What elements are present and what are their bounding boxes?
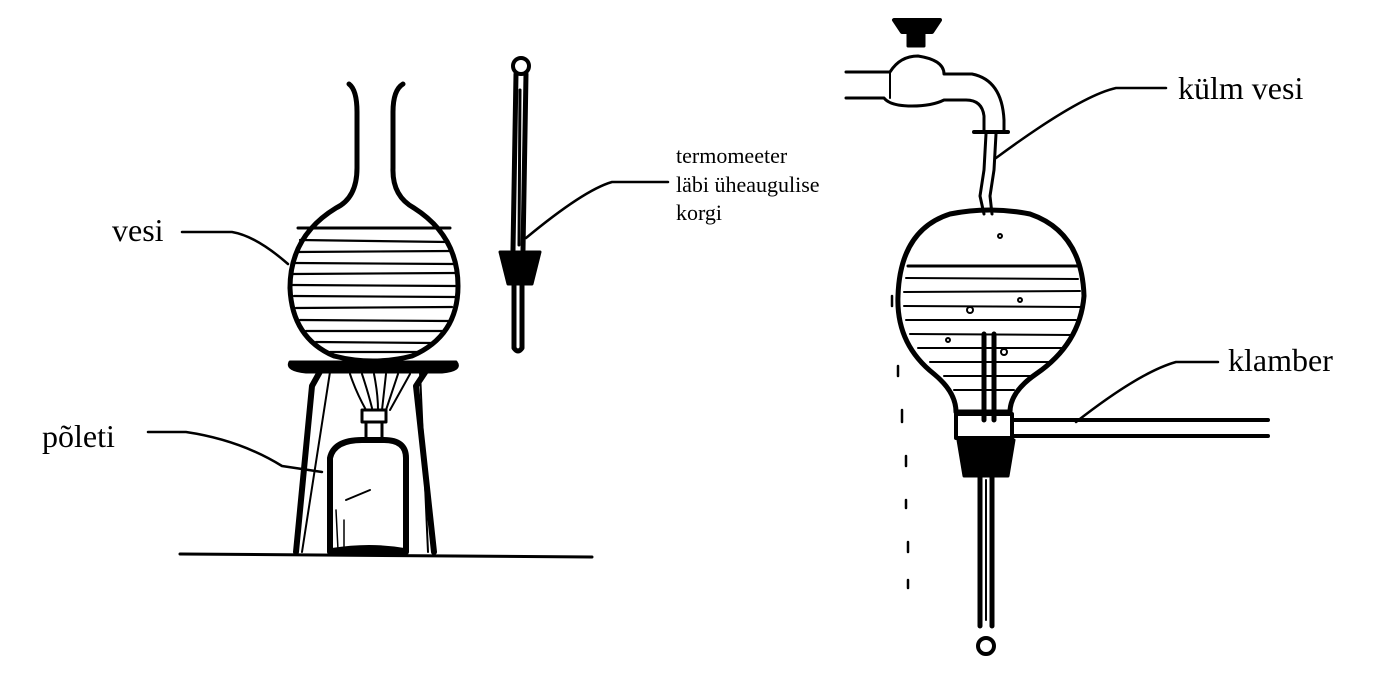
table-line xyxy=(178,552,594,559)
water-tap xyxy=(844,18,1010,134)
label-clamp: klamber xyxy=(1228,342,1333,378)
label-thermometer-line1: termomeeter xyxy=(676,143,788,168)
flask-water-hatching xyxy=(903,277,1081,391)
label-burner: põleti xyxy=(42,418,115,454)
leader-water xyxy=(180,230,290,266)
leader-thermometer xyxy=(524,180,670,240)
round-flask xyxy=(287,81,461,364)
label-thermometer-line2: läbi üheaugulise xyxy=(676,171,820,197)
label-water: vesi xyxy=(112,212,164,248)
bubbles xyxy=(945,233,1023,356)
water-stream xyxy=(978,132,998,216)
leader-burner xyxy=(146,430,324,474)
label-cold-water: külm vesi xyxy=(1178,70,1304,106)
leader-cold-water xyxy=(994,86,1168,160)
thermometer-inverted xyxy=(976,331,997,656)
flame xyxy=(349,373,411,411)
tripod-stand xyxy=(287,360,459,555)
drips xyxy=(890,294,910,590)
thermometer xyxy=(498,56,542,354)
leader-clamp xyxy=(1074,360,1220,424)
water-hatching xyxy=(291,238,458,354)
label-thermometer-line3: korgi xyxy=(676,200,723,226)
burner xyxy=(327,408,409,555)
label-thermometer: termomeeter läbi üheaugulise korgi xyxy=(676,142,820,228)
clamp xyxy=(954,412,1270,440)
cooling-setup xyxy=(844,18,1270,656)
heating-setup xyxy=(146,56,670,559)
stopper xyxy=(956,438,1016,478)
inverted-flask xyxy=(895,207,1087,415)
